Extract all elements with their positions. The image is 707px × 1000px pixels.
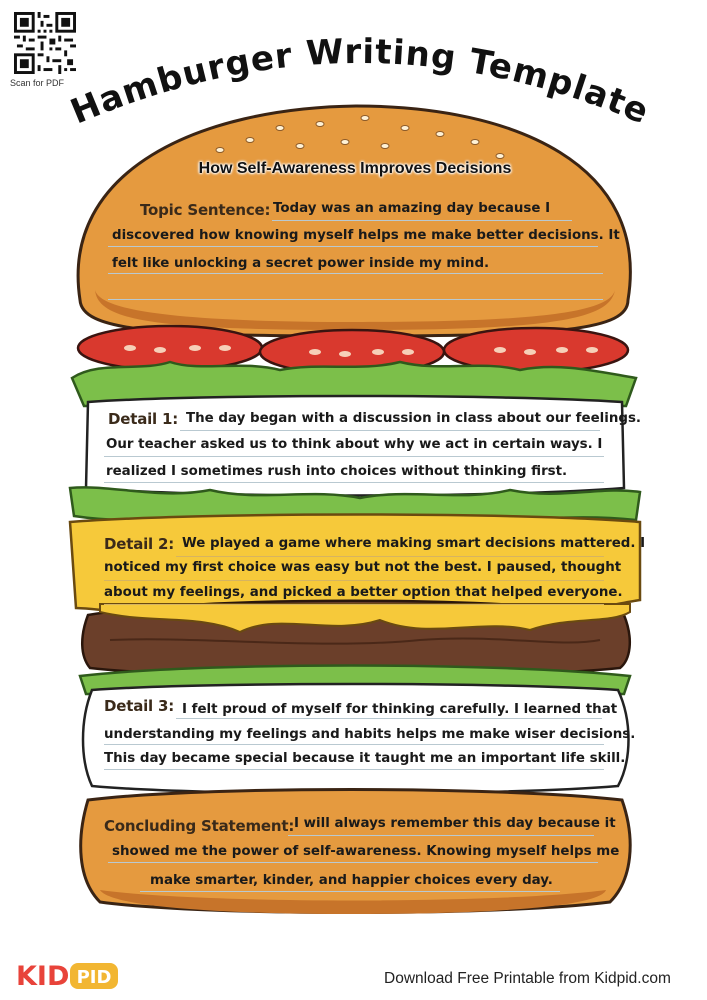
- top-bun: [76, 104, 632, 338]
- logo-kid: KID: [16, 961, 69, 992]
- conclusion-line: showed me the power of self-awareness. K…: [112, 844, 620, 859]
- bottom-bun: [79, 788, 632, 914]
- detail2-label: Detail 2:: [104, 535, 175, 553]
- detail1-line: realized I sometimes rush into choices w…: [106, 464, 568, 479]
- detail3-line: understanding my feelings and habits hel…: [104, 727, 636, 742]
- detail1-line: The day began with a discussion in class…: [186, 411, 642, 426]
- logo-pid: PID: [77, 967, 112, 988]
- conclusion-line: make smarter, kinder, and happier choice…: [150, 873, 553, 888]
- qr-code: [14, 12, 76, 74]
- lettuce-top: [70, 360, 638, 408]
- detail3-line: I felt proud of myself for thinking care…: [182, 702, 618, 717]
- conclusion-label: Concluding Statement:: [104, 817, 295, 835]
- svg-text:Hamburger Writing Template: Hamburger Writing Template: [65, 32, 655, 133]
- footer-download-text: Download Free Printable from Kidpid.com: [384, 970, 671, 987]
- topic-line: discovered how knowing myself helps me m…: [112, 228, 620, 243]
- detail3-label: Detail 3:: [104, 697, 175, 715]
- sesame-seeds: [215, 115, 505, 159]
- detail2-line: noticed my first choice was easy but not…: [104, 560, 622, 575]
- detail2-line: about my feelings, and picked a better o…: [104, 585, 623, 600]
- detail1-line: Our teacher asked us to think about why …: [106, 437, 603, 452]
- qr-caption: Scan for PDF: [10, 78, 65, 88]
- detail1-label: Detail 1:: [108, 410, 179, 428]
- subtitle: How Self-Awareness Improves Decisions: [198, 160, 512, 177]
- kidpid-logo: KID PID: [16, 961, 118, 992]
- page-title: Hamburger Writing Template: [65, 32, 655, 133]
- conclusion-line: I will always remember this day because …: [294, 816, 616, 831]
- topic-line: felt like unlocking a secret power insid…: [112, 256, 490, 271]
- topic-line: Today was an amazing day because I: [273, 201, 551, 216]
- detail3-line: This day became special because it taugh…: [104, 751, 626, 766]
- topic-label: Topic Sentence:: [140, 201, 271, 219]
- detail3-panel: [81, 682, 630, 795]
- detail2-line: We played a game where making smart deci…: [182, 536, 646, 551]
